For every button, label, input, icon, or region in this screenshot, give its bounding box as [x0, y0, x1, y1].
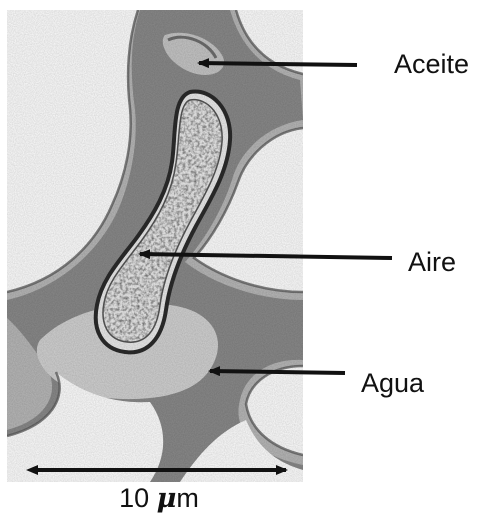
scale-unit-mu: μ [157, 483, 177, 514]
water-arrow [210, 371, 345, 373]
oil-label: Aceite [394, 51, 469, 78]
image-texture [7, 10, 303, 482]
water-label: Agua [361, 370, 424, 397]
air-label: Aire [408, 249, 456, 276]
oil-arrow [199, 63, 357, 65]
scale-value: 10 [119, 483, 157, 513]
scale-bar-label: 10 μm [0, 485, 318, 512]
micrograph-image [7, 10, 303, 482]
scale-unit-m: m [176, 483, 199, 513]
